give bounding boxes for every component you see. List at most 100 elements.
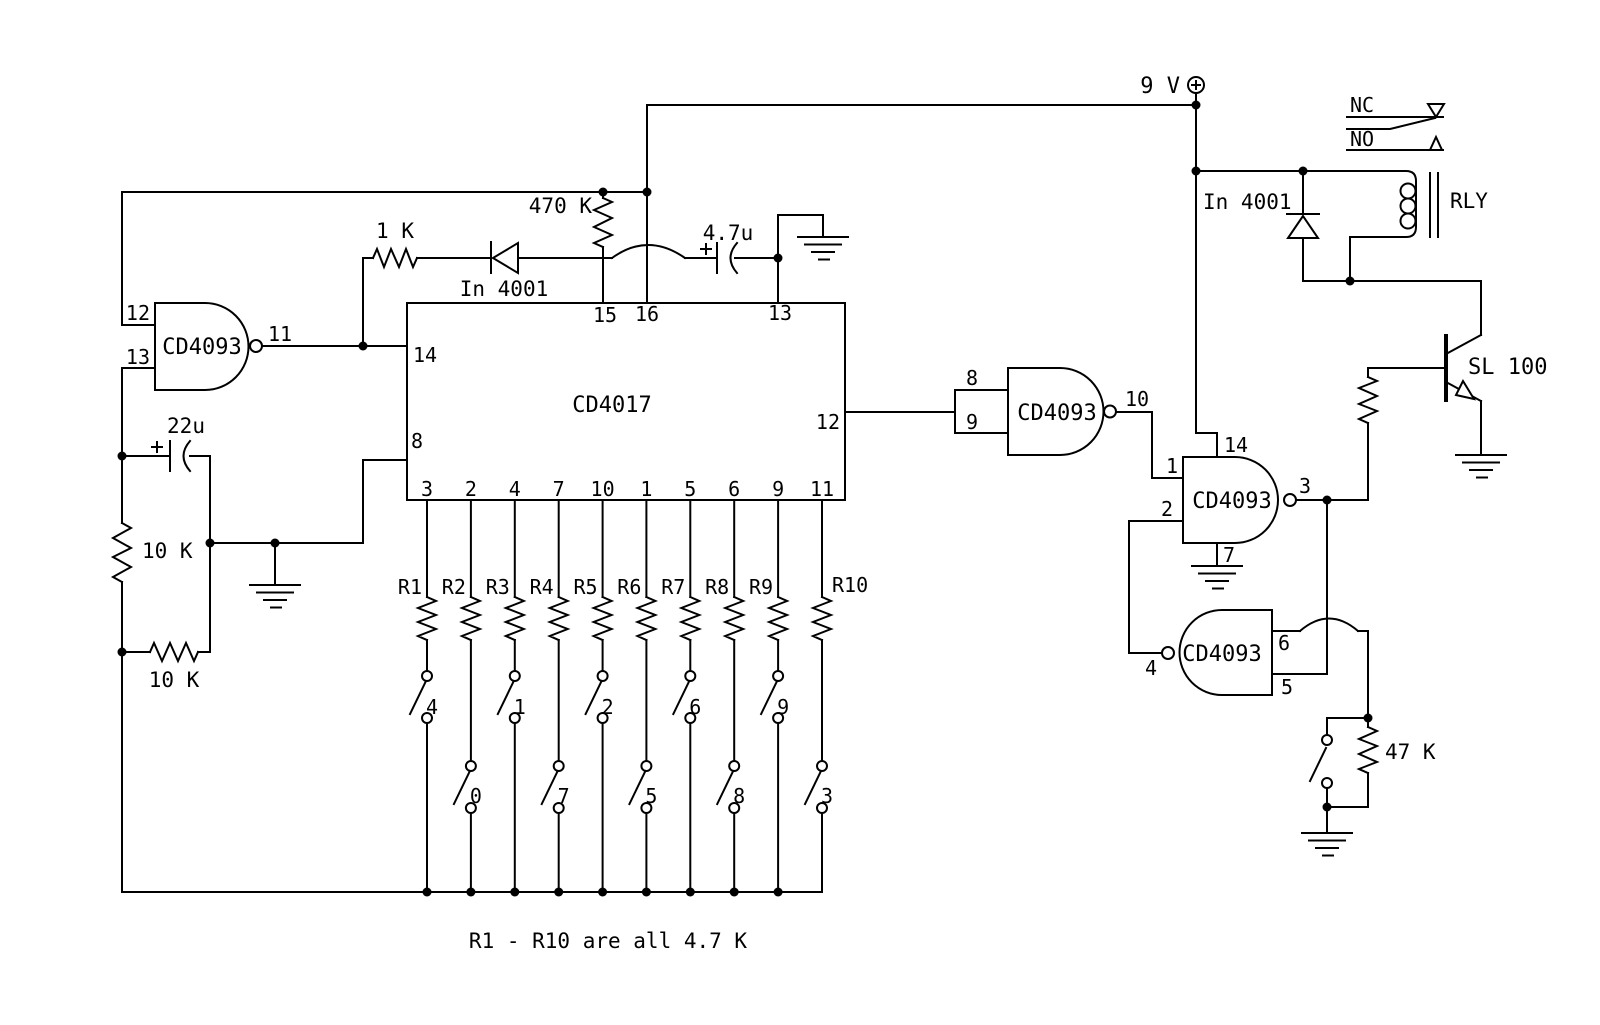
switch-contact bbox=[684, 670, 697, 682]
wire-pin6-with-hop bbox=[1271, 617, 1369, 719]
label-47u: 4.7u bbox=[703, 221, 754, 245]
label-1k: 1 K bbox=[376, 219, 414, 243]
counter-box bbox=[406, 302, 846, 501]
power-plus-icon bbox=[1191, 80, 1201, 90]
gate4-label: CD4093 bbox=[1182, 642, 1261, 667]
label-sl100: SL 100 bbox=[1468, 355, 1547, 380]
nand-gate-latch-b: CD4093 4 6 5 bbox=[1128, 520, 1369, 719]
wire-hop-over-pin16 bbox=[610, 244, 687, 260]
nand-gate-latch-a: CD4093 1 2 3 14 7 bbox=[1161, 432, 1369, 675]
label-nc: NC bbox=[1350, 93, 1374, 117]
wire-vdd-stub bbox=[1195, 432, 1218, 458]
gate1-pin11: 11 bbox=[268, 322, 292, 346]
resistor-47k bbox=[1356, 725, 1380, 775]
nand-gate-body bbox=[1178, 609, 1273, 696]
relay-coil-outline bbox=[1302, 170, 1417, 282]
resistor-zigzag bbox=[722, 595, 746, 642]
power-9v-icon bbox=[1187, 76, 1205, 94]
resistor-label: R5 bbox=[574, 575, 598, 599]
counter-pin13: 13 bbox=[768, 301, 792, 325]
switch-digit-label: 1 bbox=[514, 695, 526, 719]
resistor-10k-horizontal bbox=[148, 640, 200, 664]
counter-output-pin: 5 bbox=[684, 477, 696, 501]
cap47u-plate-curved bbox=[729, 241, 739, 275]
switch-blade bbox=[408, 679, 428, 716]
relay-contact-no-arrow bbox=[1428, 134, 1444, 151]
switch-blade bbox=[1308, 746, 1328, 783]
cap47u-plus bbox=[700, 243, 712, 255]
wire-to-counter-pin8 bbox=[209, 459, 408, 544]
ground-symbol bbox=[1191, 565, 1243, 590]
counter-pin14: 14 bbox=[413, 343, 437, 367]
switch-contact bbox=[508, 670, 521, 682]
gate2-pin9: 9 bbox=[966, 410, 978, 434]
relay-contact-pole bbox=[1346, 116, 1437, 130]
label-10k-bottom: 10 K bbox=[149, 668, 200, 692]
switch-contact bbox=[772, 670, 785, 682]
switch-contact bbox=[816, 760, 828, 772]
switch-digit-label: 7 bbox=[558, 784, 570, 808]
switch-blade bbox=[496, 679, 516, 716]
transistor-sl100: SL 100 bbox=[1356, 333, 1547, 501]
label-no: NO bbox=[1350, 127, 1374, 151]
switch-digit-label: 0 bbox=[470, 784, 482, 808]
resistor-zigzag bbox=[810, 595, 834, 642]
bus-junction-dot bbox=[729, 887, 739, 897]
bus-junction-dot bbox=[554, 887, 564, 897]
switch-contact bbox=[596, 670, 609, 682]
gate1-pin12: 12 bbox=[126, 301, 150, 325]
nand-gate-body bbox=[154, 302, 250, 391]
label-47k: 47 K bbox=[1385, 740, 1436, 764]
nand-gate-buffer: CD4093 8 9 10 bbox=[844, 366, 1184, 479]
switch-digit-label: 6 bbox=[689, 695, 701, 719]
junction-dots bbox=[117, 100, 1373, 812]
relay-driver: In 4001 RLY NC NO bbox=[1195, 93, 1488, 336]
counter-pin15: 15 bbox=[593, 303, 617, 327]
switch-digit-label: 2 bbox=[602, 695, 614, 719]
resistor-zigzag bbox=[503, 595, 527, 642]
gate4-pin6: 6 bbox=[1278, 631, 1290, 655]
resistor-label: R10 bbox=[832, 573, 868, 597]
diode1-triangle bbox=[491, 241, 519, 275]
cap22u-plate-curved bbox=[182, 439, 192, 473]
counter-output-pin: 11 bbox=[810, 477, 834, 501]
counter-output-pin: 2 bbox=[465, 477, 477, 501]
bus-junction-dot bbox=[641, 887, 651, 897]
cap22u-plus bbox=[151, 441, 163, 453]
resistor-label: R9 bbox=[749, 575, 773, 599]
bus-junction-dot bbox=[466, 887, 476, 897]
counter-ic: CD4017 14 8 15 16 13 12 bbox=[406, 301, 846, 501]
counter-output-pin: 9 bbox=[772, 477, 784, 501]
switch-digit-label: 3 bbox=[821, 784, 833, 808]
switch-digit-label: 4 bbox=[426, 695, 438, 719]
counter-output-pin: 3 bbox=[421, 477, 433, 501]
switch-contact bbox=[421, 670, 433, 682]
switch-blade bbox=[715, 769, 735, 806]
counter-output-pin: 6 bbox=[728, 477, 740, 501]
bus-junction-dot bbox=[685, 887, 695, 897]
caption: R1 - R10 are all 4.7 K bbox=[469, 929, 748, 953]
emitter-arrow bbox=[1454, 378, 1477, 401]
resistor-zigzag bbox=[634, 595, 659, 642]
nand-gate-body bbox=[1182, 456, 1279, 544]
resistor-zigzag bbox=[415, 595, 439, 642]
nand-gate-bubble bbox=[1161, 646, 1175, 660]
gate2-label: CD4093 bbox=[1017, 401, 1096, 426]
power-rail: 9 V bbox=[646, 74, 1205, 434]
oscillator-network: 10 K 22u 10 K bbox=[110, 191, 648, 893]
bus-junction-dot bbox=[422, 887, 432, 897]
wire-coil-to-collector bbox=[1302, 280, 1482, 336]
wire-pin13-rail-upper bbox=[121, 367, 156, 524]
switch-contact bbox=[464, 760, 477, 772]
resistor-base bbox=[1356, 375, 1380, 425]
gate1-pin13: 13 bbox=[126, 345, 150, 369]
switch-blade bbox=[759, 679, 779, 716]
switch-digit-label: 8 bbox=[733, 784, 745, 808]
wire-pin12-to-9v bbox=[121, 191, 648, 326]
